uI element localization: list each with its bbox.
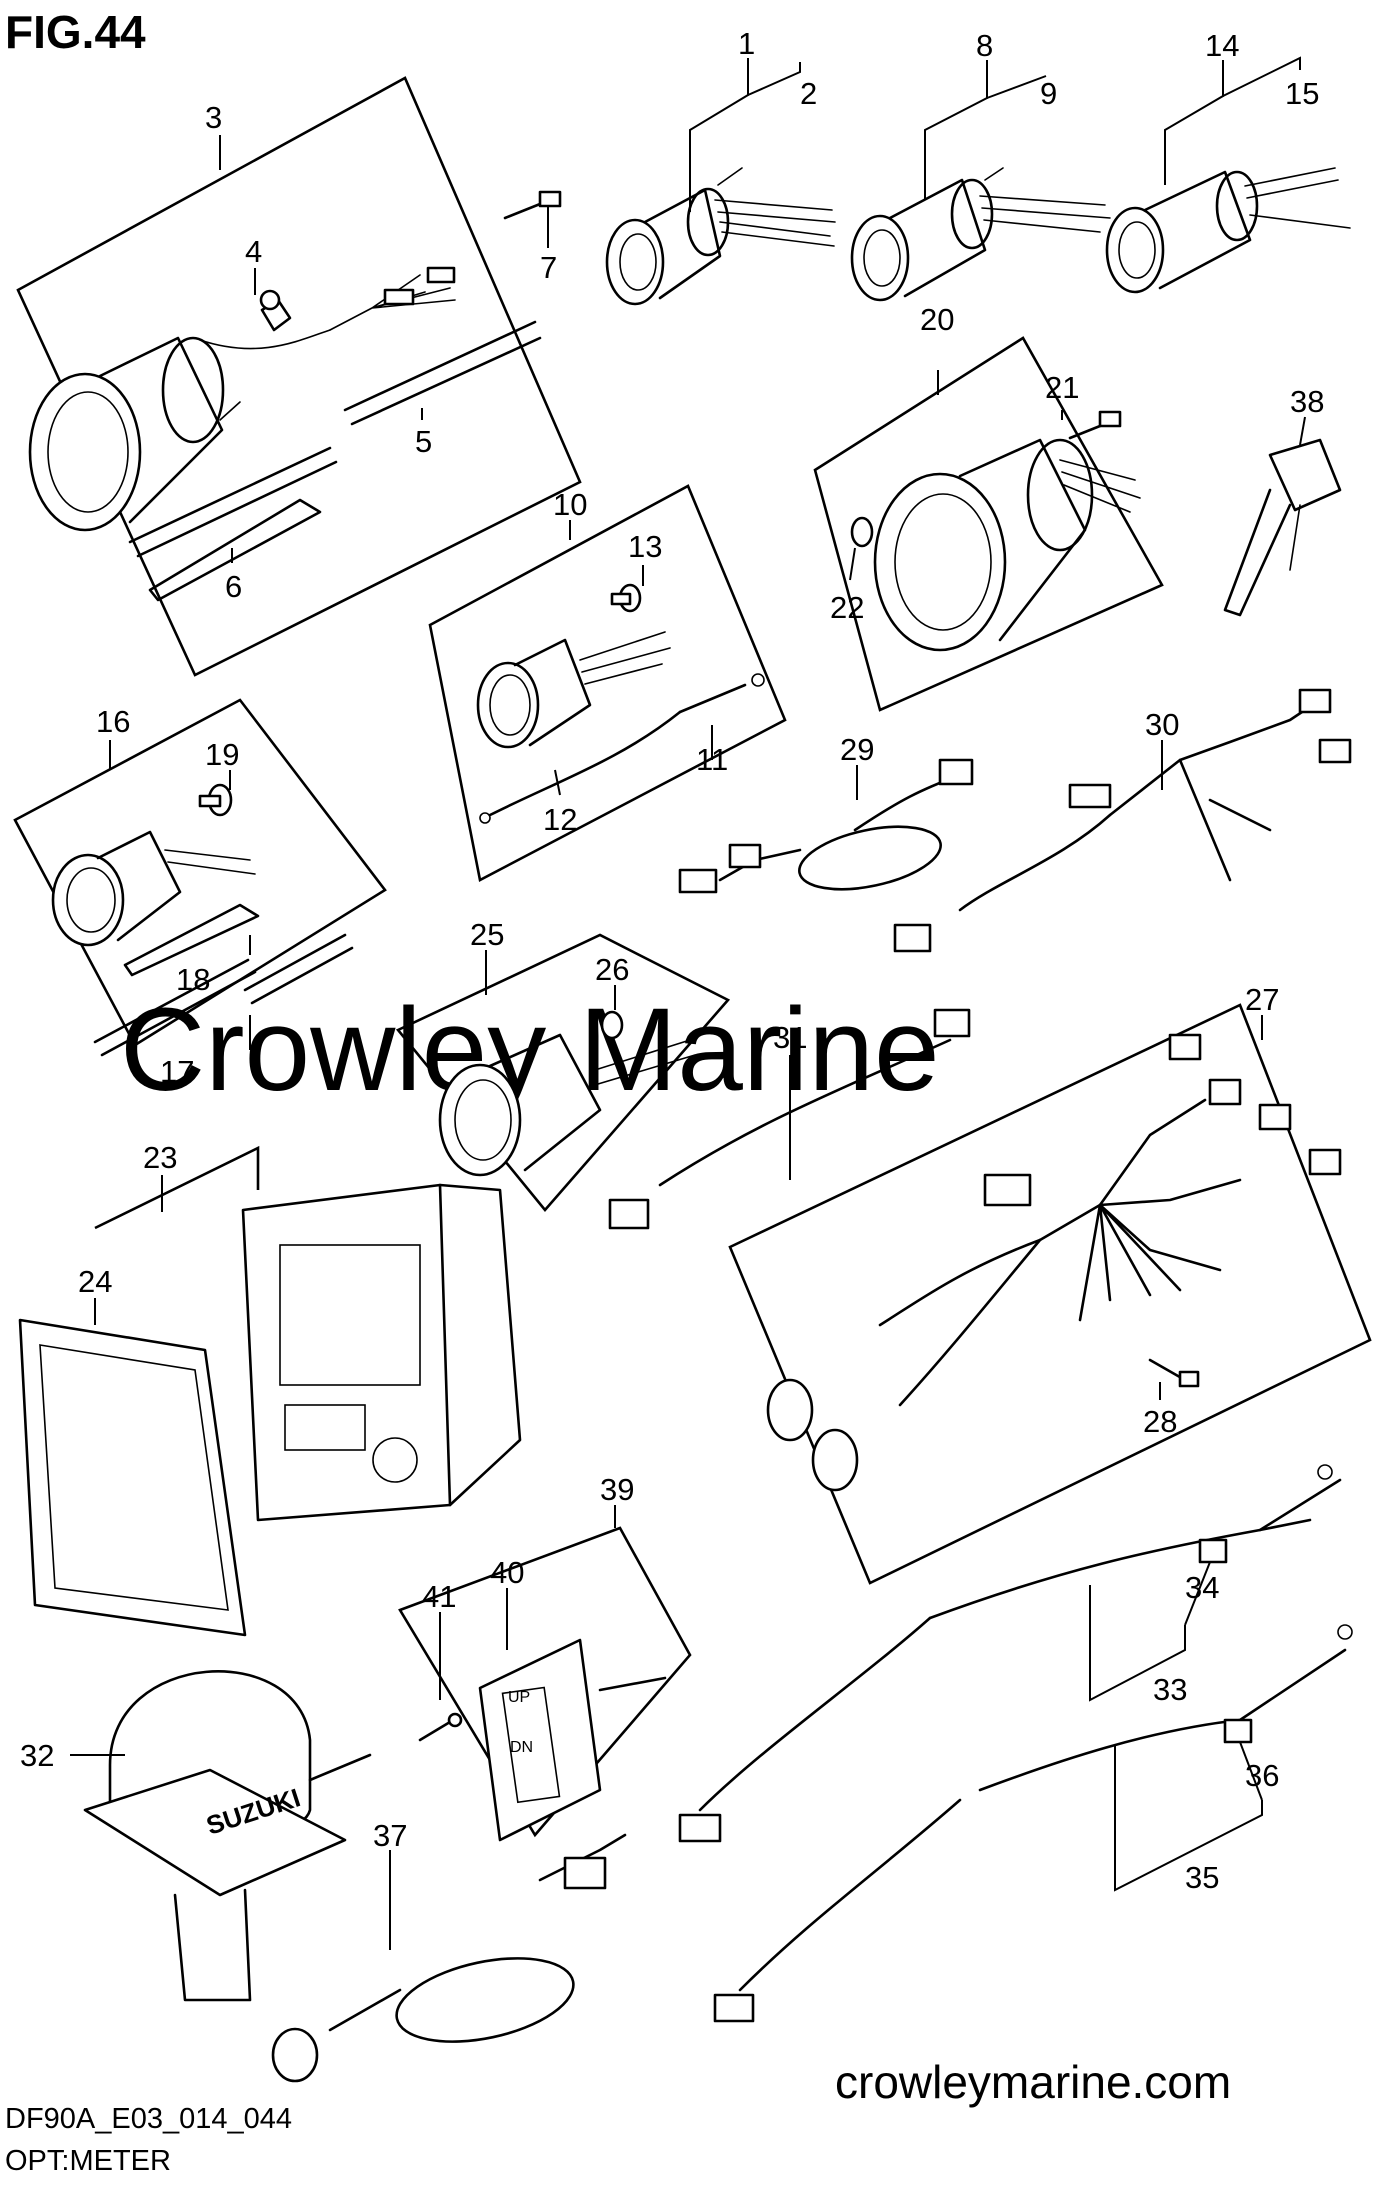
callout-26: 26 xyxy=(595,952,629,987)
bulb-part-22 xyxy=(850,516,874,548)
terminal-part-7 xyxy=(503,190,562,220)
callout-30: 30 xyxy=(1145,707,1179,742)
callout-23: 23 xyxy=(143,1140,177,1175)
connector-part-34 xyxy=(1198,1538,1228,1564)
switch-up-label: UP xyxy=(508,1689,530,1706)
cable-part-37 xyxy=(271,1833,627,2083)
harness-part-27 xyxy=(766,1033,1342,1492)
website-footer: crowleymarine.com xyxy=(835,2056,1231,2108)
callout-12: 12 xyxy=(543,802,577,837)
drawing-code: DF90A_E03_014_044 xyxy=(5,2103,292,2135)
gauge-part-25 xyxy=(438,1033,696,1177)
callout-22: 22 xyxy=(830,590,864,625)
callout-32: 32 xyxy=(20,1738,54,1773)
callout-40: 40 xyxy=(490,1555,524,1590)
harness-part-3 xyxy=(329,266,456,331)
trim-sender-part-38 xyxy=(1223,438,1342,617)
connector-part-36 xyxy=(1223,1718,1253,1744)
harness-part-35 xyxy=(713,1624,1353,2023)
bulb-part-13 xyxy=(610,583,642,613)
cable-tie-part-18 xyxy=(123,903,260,977)
callout-8: 8 xyxy=(976,28,993,63)
callout-13: 13 xyxy=(628,529,662,564)
callout-6: 6 xyxy=(225,569,242,604)
harness-part-29 xyxy=(678,758,974,894)
bulb-part-26 xyxy=(600,1010,624,1040)
callout-7: 7 xyxy=(540,250,557,285)
gauge-part-8 xyxy=(850,167,1111,302)
terminal-part-28 xyxy=(1148,1358,1200,1388)
switch-down-label: DN xyxy=(510,1739,533,1756)
bulb-part-19 xyxy=(198,783,233,817)
callout-21: 21 xyxy=(1045,370,1079,405)
display-unit-part-23 xyxy=(241,1183,522,1522)
callout-28: 28 xyxy=(1143,1404,1177,1439)
group-box-10 xyxy=(428,484,787,882)
callout-29: 29 xyxy=(840,732,874,767)
callout-2: 2 xyxy=(800,76,817,111)
callout-5: 5 xyxy=(415,424,432,459)
lead-wire-part-12 xyxy=(479,710,682,824)
callout-27: 27 xyxy=(1245,982,1279,1017)
callout-34: 34 xyxy=(1185,1570,1219,1605)
callout-3: 3 xyxy=(205,100,222,135)
watermark: Crowley Marine xyxy=(120,984,940,1116)
callout-36: 36 xyxy=(1245,1758,1279,1793)
group-box-23 xyxy=(94,1145,260,1230)
callout-17: 17 xyxy=(160,1054,194,1089)
callout-39: 39 xyxy=(600,1472,634,1507)
callout-numbers: 3 1 2 8 9 14 15 4 7 5 6 10 13 11 12 16 1… xyxy=(20,26,1324,1895)
callout-33: 33 xyxy=(1153,1672,1187,1707)
callout-9: 9 xyxy=(1040,76,1057,111)
callout-24: 24 xyxy=(78,1264,112,1299)
terminal-part-21 xyxy=(1068,410,1122,440)
cable-tie-part-6 xyxy=(148,498,322,602)
group-box-3 xyxy=(16,76,582,677)
display-frame-part-24 xyxy=(18,1318,247,1637)
callout-1: 1 xyxy=(738,26,755,61)
callout-41: 41 xyxy=(422,1579,456,1614)
callout-11: 11 xyxy=(696,742,728,777)
gauge-part-20 xyxy=(873,438,1141,652)
callout-10: 10 xyxy=(553,487,587,522)
gauge-part-3 xyxy=(28,329,331,532)
tube-part-5 xyxy=(128,320,542,558)
callout-18: 18 xyxy=(176,962,210,997)
gauge-part-1 xyxy=(605,167,836,306)
lead-wire-part-11 xyxy=(678,673,765,714)
figure-label: FIG.44 xyxy=(5,6,146,58)
harness-part-33 xyxy=(678,1464,1342,1843)
gauge-part-16 xyxy=(51,830,256,947)
callout-15: 15 xyxy=(1285,76,1319,111)
section-title: OPT:METER xyxy=(5,2145,171,2177)
callout-4: 4 xyxy=(245,234,262,269)
callout-16: 16 xyxy=(96,704,130,739)
leader-lines xyxy=(70,56,1306,1950)
gauge-part-10 xyxy=(476,631,671,749)
callout-35: 35 xyxy=(1185,1860,1219,1895)
callout-38: 38 xyxy=(1290,384,1324,419)
callout-25: 25 xyxy=(470,917,504,952)
gauge-part-14 xyxy=(1105,167,1351,294)
tube-part-17 xyxy=(93,933,354,1057)
group-box-20 xyxy=(813,336,1164,712)
group-box-16 xyxy=(13,698,387,1047)
screw-part-41 xyxy=(418,1712,463,1742)
harness-part-30 xyxy=(893,688,1352,953)
callout-31: 31 xyxy=(773,1020,807,1055)
harness-part-31 xyxy=(608,1008,971,1230)
switch-part-40: UP DN xyxy=(478,1638,667,1842)
callout-37: 37 xyxy=(373,1818,407,1853)
gps-antenna-part-32: SUZUKI xyxy=(83,1670,372,2002)
callout-20: 20 xyxy=(920,302,954,337)
callout-14: 14 xyxy=(1205,28,1239,63)
callout-19: 19 xyxy=(205,737,239,772)
bulb-socket-part-4 xyxy=(259,289,292,332)
